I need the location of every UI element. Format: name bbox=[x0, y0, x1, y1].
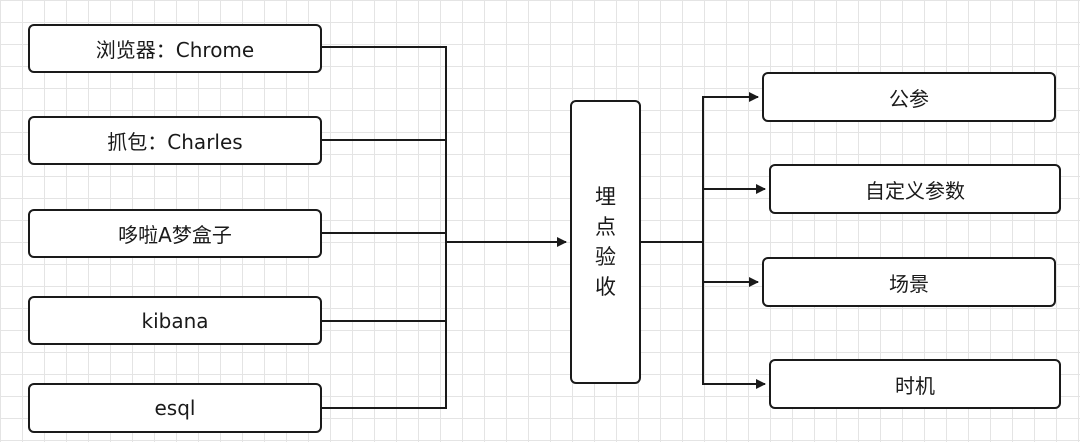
center-char: 收 bbox=[595, 275, 616, 299]
target-node-timing[interactable]: 时机 bbox=[769, 359, 1061, 409]
edge-target-scene bbox=[702, 242, 759, 287]
source-node-esql[interactable]: esql bbox=[28, 383, 322, 433]
center-char: 埋 bbox=[595, 185, 616, 209]
edge-source-esql bbox=[321, 242, 447, 409]
edge-target-custom-params bbox=[702, 184, 766, 242]
target-node-gongcan[interactable]: 公参 bbox=[762, 72, 1056, 122]
source-label: esql bbox=[154, 396, 196, 420]
source-node-kibana[interactable]: kibana bbox=[28, 296, 322, 345]
target-label: 场景 bbox=[889, 271, 929, 296]
source-node-chrome[interactable]: 浏览器：Chrome bbox=[28, 24, 322, 73]
source-label: 抓包：Charles bbox=[107, 130, 243, 154]
edge-target-gongcan bbox=[702, 92, 759, 242]
edge-source-chrome bbox=[321, 46, 447, 242]
source-label: 浏览器：Chrome bbox=[95, 38, 255, 62]
center-char: 验 bbox=[595, 245, 616, 269]
target-label: 公参 bbox=[889, 86, 929, 111]
edge-target-timing bbox=[702, 242, 766, 389]
source-label: 哆啦A梦盒子 bbox=[118, 223, 232, 247]
source-node-doraemon-box[interactable]: 哆啦A梦盒子 bbox=[28, 209, 322, 258]
source-node-charles[interactable]: 抓包：Charles bbox=[28, 116, 322, 165]
target-label: 自定义参数 bbox=[865, 178, 965, 203]
center-node-tracking-acceptance[interactable]: 埋 点 验 收 bbox=[570, 100, 641, 384]
target-label: 时机 bbox=[895, 373, 935, 398]
source-label: kibana bbox=[141, 308, 209, 333]
target-node-custom-params[interactable]: 自定义参数 bbox=[769, 164, 1061, 214]
center-char: 点 bbox=[595, 215, 616, 239]
target-node-scene[interactable]: 场景 bbox=[762, 257, 1056, 307]
